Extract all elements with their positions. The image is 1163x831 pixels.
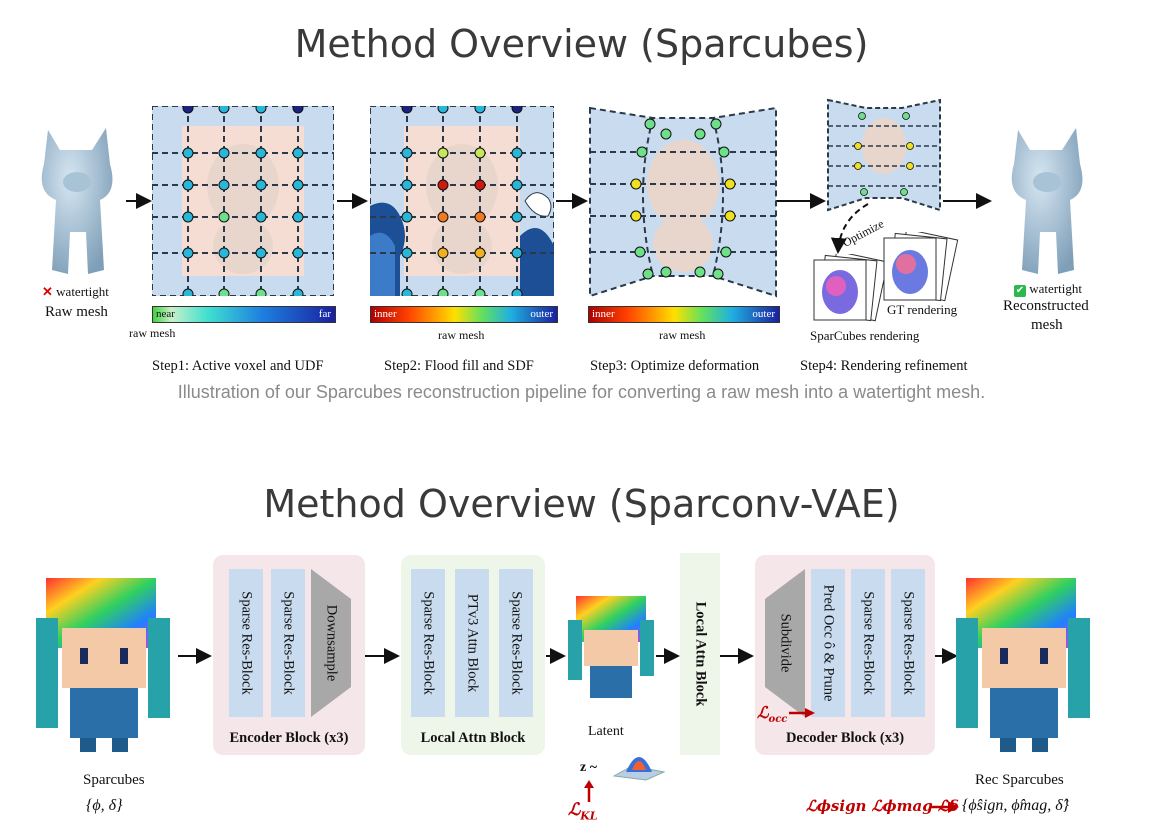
encoder-title: Encoder Block (x3): [229, 730, 349, 746]
downsample-label: Downsample: [323, 604, 340, 682]
sparcubes-caption: Illustration of our Sparcubes reconstruc…: [177, 382, 986, 402]
input-label: Sparcubes: [83, 772, 145, 788]
step1-label: Step1: Active voxel and UDF: [152, 358, 324, 374]
encoder-sub-2: Sparse Res-Block: [271, 569, 305, 717]
step2-bar-left: inner: [374, 308, 397, 320]
recon-losses: ℒϕsign ℒϕmag ℒδ: [806, 797, 959, 815]
cross-icon: ✕: [42, 284, 53, 299]
decoder-sub-1: Pred Occ ô & Prune: [811, 569, 845, 717]
latent-voxel-image: [568, 596, 654, 698]
encoder-sub-1: Sparse Res-Block: [229, 569, 263, 717]
decoder-block: Subdivide Pred Occ ô & Prune Sparse Res-…: [755, 555, 935, 755]
step1-bar-left: near: [156, 308, 175, 320]
raw-mesh-dog-image: [41, 128, 113, 274]
step3-raw-mesh-marker: raw mesh: [659, 328, 706, 342]
gt-rendering-label: GT rendering: [887, 302, 958, 317]
raw-mesh-label: Raw mesh: [45, 304, 108, 320]
gt-rendering-cards: [883, 232, 959, 302]
middle-local-attn-block: Local Attn Block: [680, 553, 720, 755]
input-voxel-character-image: [36, 578, 170, 752]
decoder-sub-2: Sparse Res-Block: [851, 569, 885, 717]
subdivide-shape: [765, 569, 805, 717]
sparcubes-rendering-cards: [813, 254, 889, 322]
occ-arrow: [789, 708, 815, 718]
loss-arrow: [930, 801, 959, 813]
middle-local-attn-label: Local Attn Block: [692, 601, 709, 707]
reconstructed-mesh-dog-image: [1011, 128, 1083, 274]
output-voxel-character-image: [956, 578, 1090, 752]
step4-refined-grid: [827, 98, 941, 212]
step3-label: Step3: Optimize deformation: [590, 358, 760, 374]
vae-arrows: [178, 648, 958, 664]
step1-grid: [152, 106, 334, 296]
kl-loss: ℒ: [568, 800, 581, 820]
check-icon: ✔: [1014, 285, 1026, 297]
step4-label: Step4: Rendering refinement: [800, 358, 968, 374]
step3-deformed-grid: [589, 106, 777, 298]
local-attn-title: Local Attn Block: [420, 730, 526, 746]
recon-label-line2: mesh: [1031, 317, 1063, 333]
encoder-block: Sparse Res-Block Sparse Res-Block Downsa…: [213, 555, 365, 755]
recon-watertight-label: watertight: [1029, 281, 1082, 296]
step3-bar-right: outer: [752, 308, 775, 320]
decoder-title: Decoder Block (x3): [785, 730, 905, 746]
subdivide-label: Subdivide: [777, 613, 794, 673]
optimize-arrow: [830, 203, 869, 254]
sparcubes-rendering-label: SparCubes rendering: [810, 328, 920, 343]
sparconv-title: Method Overview (Sparconv-VAE): [263, 482, 900, 526]
output-math: {ϕ̂sign, ϕ̂mag, δ̂}: [962, 797, 1070, 814]
pipeline-arrows: [126, 193, 992, 209]
downsample-shape: [311, 569, 351, 717]
input-math: {ϕ, δ}: [86, 797, 123, 814]
local-sub-3: Sparse Res-Block: [499, 569, 533, 717]
step1-colorbar: near far: [152, 306, 336, 323]
step3-bar-left: inner: [592, 308, 615, 320]
output-label: Rec Sparcubes: [975, 772, 1064, 788]
local-sub-2: PTv3 Attn Block: [455, 569, 489, 717]
local-attn-block: Sparse Res-Block PTv3 Attn Block Sparse …: [401, 555, 545, 755]
occ-loss: ℒ: [757, 703, 769, 722]
step3-colorbar: inner outer: [588, 306, 780, 323]
latent-label: Latent: [588, 724, 624, 739]
local-sub-1: Sparse Res-Block: [411, 569, 445, 717]
z-label: z ~: [580, 760, 597, 775]
step1-bar-right: far: [318, 308, 331, 320]
step2-colorbar: inner outer: [370, 306, 558, 323]
step2-grid: [370, 106, 554, 296]
step2-bar-right: outer: [530, 308, 553, 320]
sparcubes-title: Method Overview (Sparcubes): [294, 22, 869, 66]
step1-raw-mesh-marker: raw mesh: [129, 326, 176, 340]
kl-arrow: [584, 780, 594, 802]
occ-loss-sub: occ: [768, 714, 788, 726]
kl-loss-sub: KL: [580, 809, 598, 823]
raw-watertight-label: watertight: [56, 284, 109, 299]
step2-label: Step2: Flood fill and SDF: [384, 358, 534, 374]
step2-raw-mesh-marker: raw mesh: [438, 328, 485, 342]
recon-label-line1: Reconstructed: [1003, 298, 1089, 314]
decoder-sub-3: Sparse Res-Block: [891, 569, 925, 717]
gaussian-distribution-icon: [612, 757, 666, 781]
